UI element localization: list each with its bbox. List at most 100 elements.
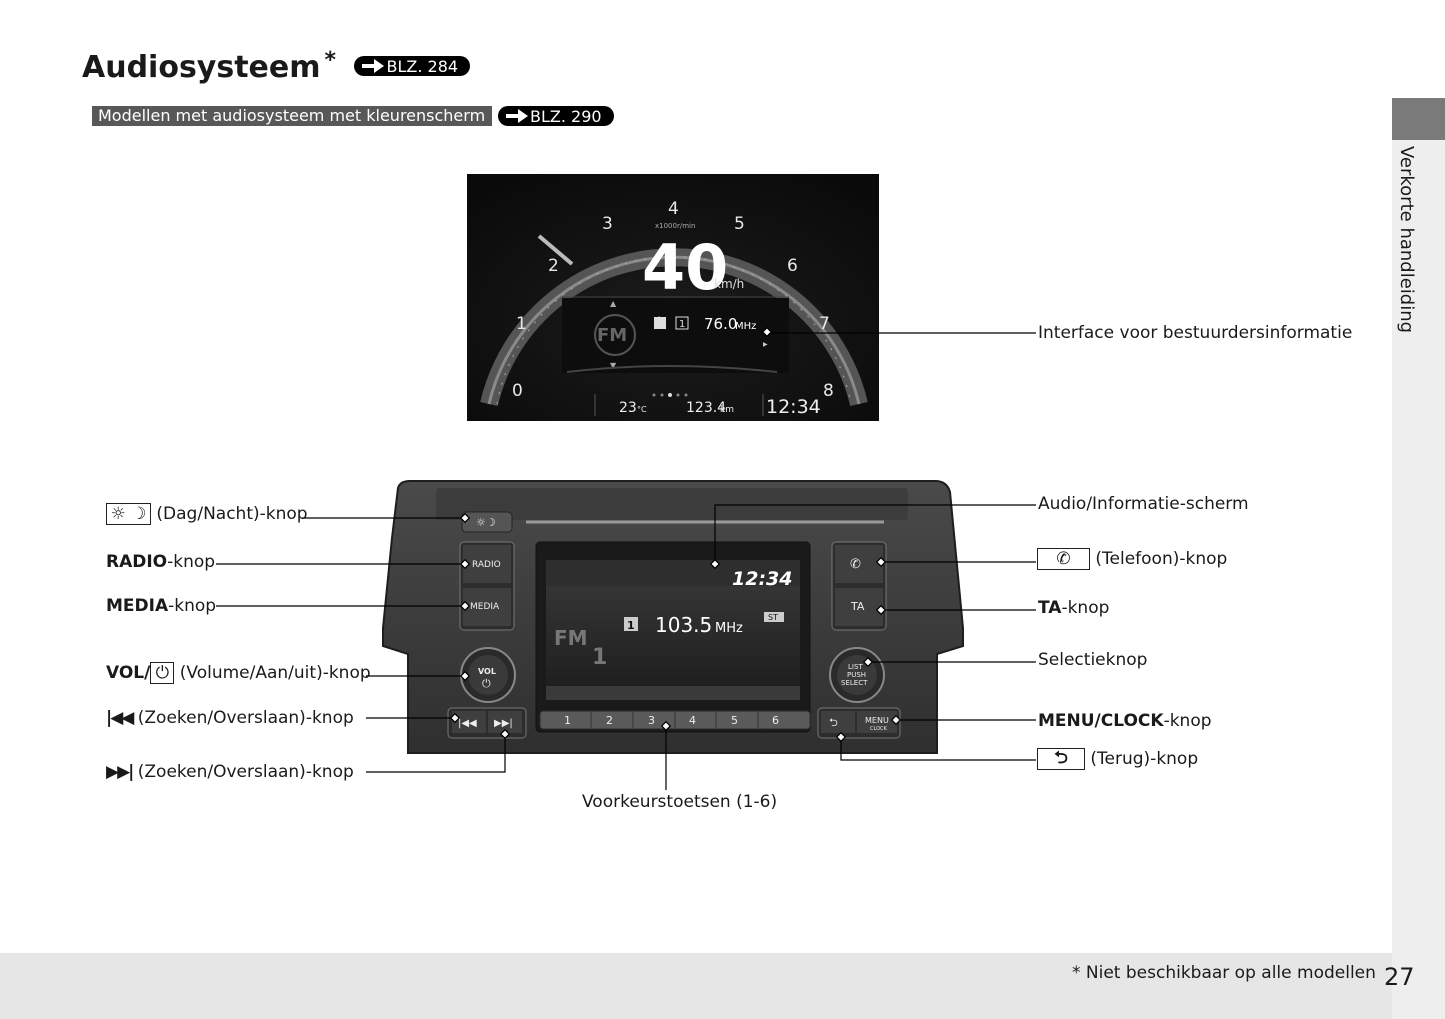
svg-text:▼: ▼ <box>610 361 617 370</box>
screen-band-number: 1 <box>592 645 607 670</box>
phone-icon: ✆ <box>850 557 861 572</box>
callout-menu-text: -knop <box>1163 711 1212 731</box>
footnote: * Niet beschikbaar op alle modellen <box>1072 963 1376 983</box>
callout-menu-bold: MENU/CLOCK <box>1038 711 1164 731</box>
phone-button[interactable] <box>835 545 883 583</box>
callout-presets: Voorkeurstoetsen (1-6) <box>582 792 778 812</box>
menu-clock-button[interactable] <box>857 711 897 733</box>
seek-back-icon: |◀◀ <box>106 708 134 728</box>
seek-back-button[interactable] <box>452 711 486 733</box>
preset-button-4[interactable]: 4 <box>689 714 696 727</box>
media-button-label: MEDIA <box>470 602 500 612</box>
clock-button-sublabel: CLOCK <box>870 726 888 732</box>
page-footer <box>0 953 1392 1019</box>
side-strip <box>1392 140 1445 1019</box>
preset-button-3[interactable]: 3 <box>648 714 655 727</box>
model-reference-link[interactable]: BLZ. 290 <box>498 106 614 127</box>
callout-radio-bold: RADIO <box>106 552 168 572</box>
callout-seek-back-text: (Zoeken/Overslaan)-knop <box>137 708 354 728</box>
seek-forward-icon: ▶▶| <box>494 718 513 729</box>
stereo-indicator: ST <box>768 613 778 622</box>
gauge-tick-3: 3 <box>602 214 613 234</box>
gauge-tick-2: 2 <box>548 256 559 276</box>
section-tab-label: Verkorte handleiding <box>1396 146 1417 334</box>
odometer-unit: km <box>720 405 734 415</box>
callout-selector: Selectieknop <box>1038 650 1148 670</box>
svg-text:▲: ▲ <box>610 299 617 308</box>
callout-volume-text: (Volume/Aan/uit)-knop <box>179 663 371 683</box>
cluster-clock: 12:34 <box>766 396 821 418</box>
cluster-freq-unit: MHz <box>735 321 756 332</box>
callout-seek-forward-text: (Zoeken/Overslaan)-knop <box>137 762 354 782</box>
preset-button-6[interactable]: 6 <box>772 714 779 727</box>
callout-back-text: (Terug)-knop <box>1090 749 1199 769</box>
callout-media-bold: MEDIA <box>106 596 169 616</box>
gauge-tick-0: 0 <box>512 381 523 401</box>
title-text: Audiosysteem <box>82 50 321 85</box>
preset-button-5[interactable]: 5 <box>731 714 738 727</box>
preset-button-2[interactable]: 2 <box>606 714 613 727</box>
gauge-tick-1: 1 <box>516 314 527 334</box>
media-button[interactable] <box>463 588 511 626</box>
callout-seek-forward: ▶▶| (Zoeken/Overslaan)-knop <box>106 762 354 782</box>
arrow-right-icon <box>360 59 386 73</box>
rpm-unit: x1000r/min <box>655 222 695 230</box>
callout-seek-back: |◀◀ (Zoeken/Overslaan)-knop <box>106 708 354 728</box>
model-reference-text: BLZ. 290 <box>530 106 602 126</box>
day-night-button[interactable] <box>461 511 513 533</box>
back-icon: ⮌ <box>829 716 838 729</box>
back-button[interactable] <box>821 711 855 733</box>
callout-back: ⮌ (Terug)-knop <box>1037 748 1198 770</box>
gauge-tick-8: 8 <box>823 381 834 401</box>
callout-screen: Audio/Informatie-scherm <box>1038 494 1249 514</box>
arrow-right-icon <box>504 109 530 123</box>
callout-menu-clock: MENU/CLOCK-knop <box>1038 711 1212 731</box>
page-reference-link[interactable]: BLZ. 284 <box>354 56 471 76</box>
screen-preset: 1 <box>627 619 635 632</box>
day-night-icon: ☼ ☽ <box>106 503 151 525</box>
ta-button[interactable] <box>835 588 883 626</box>
preset-buttons: 1 2 3 4 5 6 <box>539 710 811 730</box>
day-night-button-icon: ☼☽ <box>476 516 496 529</box>
svg-text:▶: ▶ <box>763 341 768 348</box>
callout-phone-text: (Telefoon)-knop <box>1095 549 1228 569</box>
seek-forward-icon: ▶▶| <box>106 762 134 782</box>
callout-volume: VOL/⏻ (Volume/Aan/uit)-knop <box>106 662 371 684</box>
page-reference-text: BLZ. 284 <box>386 56 459 76</box>
selector-label-list: LIST <box>848 663 863 671</box>
preset-button-1[interactable]: 1 <box>564 714 571 727</box>
band-logo: FM <box>597 325 627 346</box>
callout-ta: TA-knop <box>1038 598 1109 618</box>
temperature-unit: °C <box>637 405 647 414</box>
callout-media: MEDIA-knop <box>106 596 216 616</box>
power-icon: ⏻ <box>150 662 175 684</box>
seek-back-icon: |◀◀ <box>458 718 477 729</box>
page-title: Audiosysteem* BLZ. 284 <box>82 48 471 85</box>
cluster-frequency: 76.0 <box>704 315 737 333</box>
gauge-tick-4: 4 <box>668 199 679 219</box>
menu-button-label: MENU <box>865 716 889 725</box>
callout-media-text: -knop <box>168 596 217 616</box>
page-number: 27 <box>1384 963 1415 991</box>
speed-unit: km/h <box>714 277 744 291</box>
callout-volume-bold: VOL/ <box>106 663 151 683</box>
screen-band: FM <box>554 626 588 650</box>
callout-ta-text: -knop <box>1061 598 1110 618</box>
callout-radio-text: -knop <box>167 552 216 572</box>
instrument-cluster: 0 1 2 3 4 5 6 7 8 x1000r/min 40 km/h FM … <box>467 174 879 421</box>
callout-day-night-text: (Dag/Nacht)-knop <box>156 504 308 524</box>
seek-forward-button[interactable] <box>488 711 522 733</box>
selector-label-select: SELECT <box>841 679 868 687</box>
callout-day-night: ☼ ☽ (Dag/Nacht)-knop <box>106 503 308 525</box>
screen-freq-unit: MHz <box>715 621 743 636</box>
callout-phone: ✆ (Telefoon)-knop <box>1037 548 1227 570</box>
phone-icon: ✆ <box>1037 548 1090 570</box>
radio-button[interactable] <box>463 545 511 583</box>
screen-clock: 12:34 <box>732 568 792 590</box>
power-icon: ⏻ <box>482 677 491 690</box>
callout-lines <box>216 326 1036 790</box>
radio-button-label: RADIO <box>472 560 501 570</box>
temperature: 23 <box>619 400 637 416</box>
selector-label-push: PUSH <box>847 671 866 679</box>
ta-button-label: TA <box>850 600 865 613</box>
